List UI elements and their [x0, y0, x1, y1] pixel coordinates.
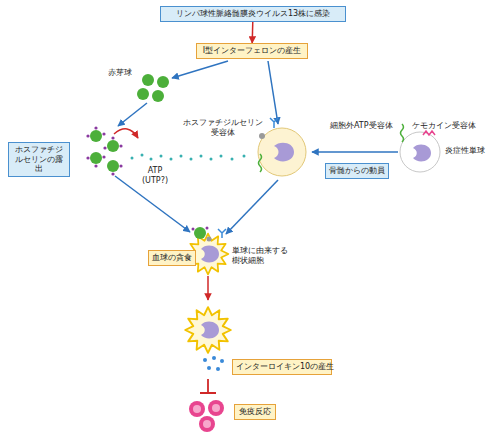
atp-dot: [243, 155, 246, 158]
box-text: リンパ球性脈絡髄膜炎ウイルス13株に感染: [164, 9, 342, 19]
annotation-label: 細胞外ATP受容体: [330, 121, 393, 131]
flow-arrow: [118, 103, 147, 126]
process-box: 骨髄からの動員: [325, 163, 389, 179]
il10-dot: [207, 366, 211, 370]
flow-arrow: [172, 61, 228, 78]
atp-dot: [131, 157, 134, 160]
nucleus: [274, 143, 294, 162]
atp-dot: [210, 158, 213, 161]
nucleus: [201, 322, 219, 339]
flow-arrow: [207, 276, 209, 300]
process-box: ホスファチジルセリンの露出: [8, 142, 70, 177]
box-text: インターロイキン10の産生: [236, 362, 328, 372]
flow-connector: [251, 22, 253, 43]
release-arrow: [114, 129, 138, 138]
process-box: 血球の貪食: [148, 250, 196, 266]
il10-dot: [220, 359, 224, 363]
ps-dot: [86, 134, 89, 137]
il10-dot: [212, 356, 216, 360]
immune-cell-core: [203, 420, 211, 428]
nucleus: [413, 145, 431, 162]
connector-layer: [252, 22, 254, 43]
immune-cell-core: [212, 404, 220, 412]
il10-dot: [216, 367, 220, 371]
atp-dot: [180, 155, 183, 158]
erythroblast: [107, 140, 119, 152]
atp-dot: [190, 158, 193, 161]
ps-dot: [119, 144, 122, 147]
atp-dot: [231, 158, 234, 161]
receptor: [218, 229, 226, 238]
ps-dot: [111, 136, 114, 139]
erythroblast: [142, 74, 154, 86]
immune-cell: [208, 400, 224, 416]
ps-dot: [192, 228, 195, 231]
ps-dot: [102, 155, 105, 158]
chemokine-receptor: [423, 131, 435, 135]
annotation-label: 単球に由来する樹状細胞: [232, 246, 292, 265]
atp-dot: [170, 158, 173, 161]
erythroblast: [90, 152, 102, 164]
annotation-label: ケモカイン受容体: [412, 121, 476, 131]
flow-arrow: [268, 61, 278, 124]
process-box: I型インターフェロンの産生: [196, 43, 308, 59]
nucleus: [201, 246, 219, 263]
process-box: リンパ球性脈絡髄膜炎ウイルス13株に感染: [160, 6, 346, 22]
box-text: 血球の貪食: [152, 253, 192, 263]
annotation-label: ATP (UTP?): [138, 166, 172, 185]
box-text: 骨髄からの動員: [329, 166, 385, 176]
phosphatidylserine-dots: [86, 126, 122, 175]
ps-dot: [103, 146, 106, 149]
engulfed-erythroblast: [194, 227, 206, 239]
macrophage-cell: [258, 128, 306, 176]
monocyte-cell: [400, 132, 440, 172]
il10-dots: [203, 356, 224, 371]
box-text: 免疫反応: [238, 407, 272, 417]
process-box: インターロイキン10の産生: [232, 359, 332, 375]
atp-dot: [200, 155, 203, 158]
annotation-label: 赤芽球: [108, 68, 132, 78]
erythroblast: [90, 130, 102, 142]
chemokine-receptor: [270, 118, 278, 128]
atp-dot: [160, 155, 163, 158]
ps-dot: [206, 227, 209, 230]
annotation-label: ホスファチジルセリン受容体: [180, 118, 266, 137]
box-text: ホスファチジルセリンの露出: [12, 145, 66, 174]
ps-receptor: [259, 133, 265, 139]
dendritic-cell: [185, 307, 231, 353]
atp-dots: [131, 154, 246, 161]
inhibition-symbol: [200, 379, 216, 393]
atp-receptor: [401, 124, 404, 142]
atp-receptor: [259, 154, 262, 172]
atp-dot: [141, 154, 144, 157]
box-text: I型インターフェロンの産生: [200, 46, 304, 56]
erythroblast: [157, 76, 169, 88]
ps-dot: [111, 172, 114, 175]
process-box: 免疫反応: [234, 404, 276, 420]
ps-dot: [94, 164, 97, 167]
ps-dot: [86, 156, 89, 159]
immune-cell: [189, 401, 205, 417]
annotation-label: 炎症性単球: [445, 146, 485, 156]
atp-dot: [220, 155, 223, 158]
ps-dot: [94, 126, 97, 129]
il10-dot: [203, 358, 207, 362]
flow-arrow: [226, 180, 278, 234]
atp-dot: [150, 158, 153, 161]
erythroblast: [152, 90, 164, 102]
ps-dot: [102, 132, 105, 135]
flow-arrow: [312, 151, 398, 153]
immune-cell: [199, 416, 215, 432]
immune-cell-core: [193, 405, 201, 413]
erythroblast: [137, 88, 149, 100]
ps-receptor: [207, 237, 212, 242]
ps-dot: [119, 164, 122, 167]
erythroblast: [107, 160, 119, 172]
